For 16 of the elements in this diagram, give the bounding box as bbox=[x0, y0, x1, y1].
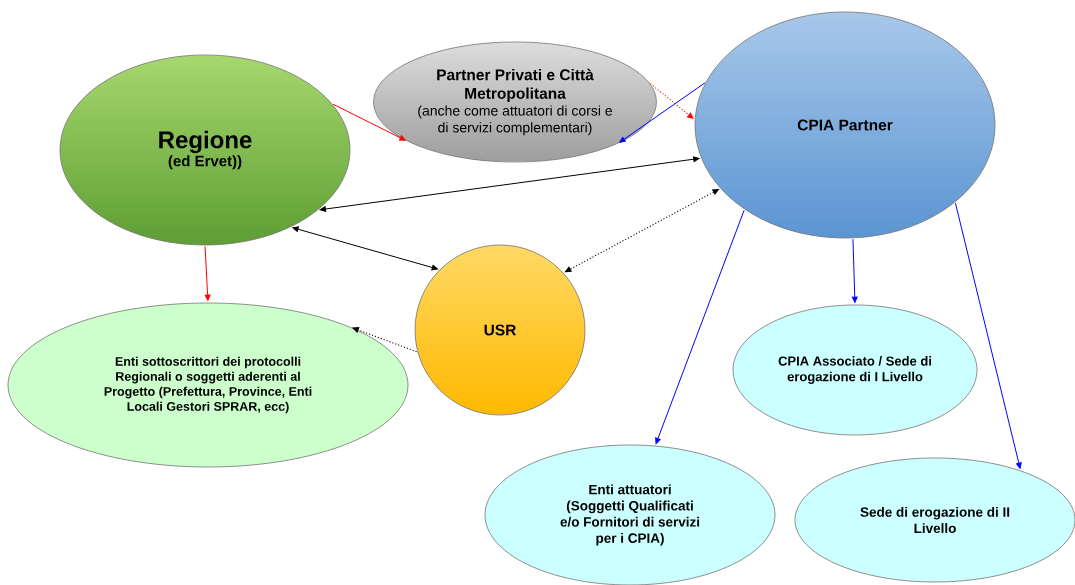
arrow bbox=[204, 245, 211, 301]
ellipse-node: Regione (ed Ervet)) bbox=[59, 54, 351, 246]
ellipse-node: CPIA Partner bbox=[694, 11, 996, 239]
ellipse-node: CPIA Associato / Sede di erogazione di I Livello bbox=[732, 304, 978, 436]
arrow bbox=[332, 103, 406, 141]
arrow bbox=[954, 202, 1022, 469]
ellipse-node: Enti sottoscrittori dei protocolli Regionali o soggetti aderenti al Progetto (Prefettura, Province, Enti Locali Gestori SPRAR, ecc) bbox=[7, 302, 409, 468]
arrow bbox=[319, 156, 700, 212]
circle-node: USR bbox=[414, 244, 586, 416]
ellipse-node: Enti attuatori (Soggetti Qualificati e/o Fornitori di servizi per i CPIA) bbox=[484, 444, 776, 585]
arrow bbox=[619, 82, 706, 143]
arrow bbox=[655, 209, 745, 445]
arrow bbox=[292, 226, 438, 271]
ellipse-node: Partner Privati e Città Metropolitana (anche come attuatori di corsi e di servizi complementari) bbox=[373, 41, 657, 163]
arrow bbox=[851, 238, 858, 303]
ellipse-node: Sede di erogazione di II Livello bbox=[794, 457, 1075, 583]
